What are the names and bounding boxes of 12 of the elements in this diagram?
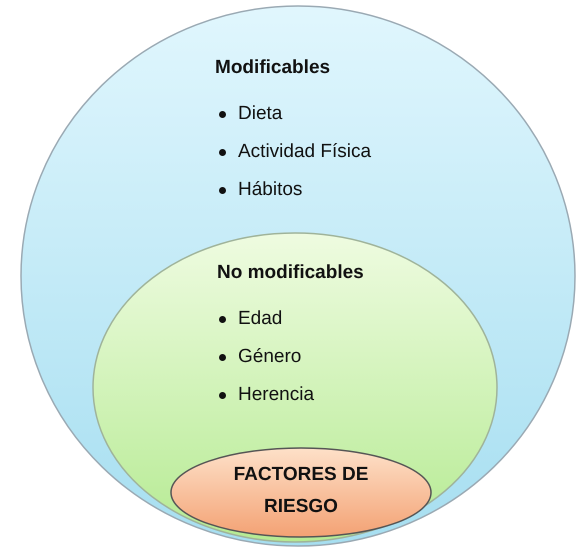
- heading: Modificables: [215, 57, 330, 79]
- bullet-item: Edad: [238, 308, 282, 330]
- bullet-item: Actividad Física: [238, 141, 372, 163]
- bullet-item: Herencia: [238, 384, 314, 406]
- bullet-item: Dieta: [238, 103, 282, 125]
- bullet-item: Hábitos: [238, 179, 302, 201]
- heading: No modificables: [217, 262, 364, 284]
- outer-ellipse: [20, 5, 576, 547]
- title: FACTORES DE RIESGO: [232, 463, 370, 519]
- inner-ellipse: [92, 232, 498, 543]
- bullet-item: Género: [238, 346, 302, 368]
- center-ellipse: [170, 447, 432, 538]
